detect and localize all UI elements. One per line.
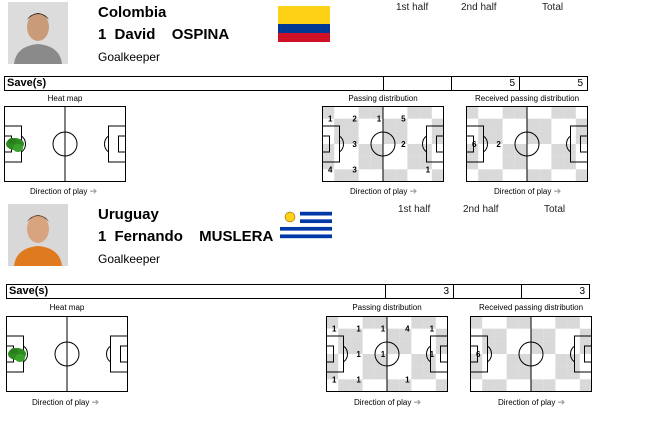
col-header-total: Total — [544, 204, 566, 215]
player-fullname: David OSPINA — [114, 26, 230, 43]
zone-count: 6 — [476, 350, 481, 359]
player-role: Goalkeeper — [98, 50, 161, 64]
direction-label: Direction of play — [32, 398, 90, 407]
player-number: 1 — [98, 228, 107, 245]
flag-stripe — [278, 6, 330, 24]
stat-row-saves: Save(s) 5 5 — [4, 76, 588, 91]
flag-icon — [278, 6, 330, 42]
zone-count: 1 — [381, 325, 386, 334]
stat-label: Save(s) — [9, 285, 49, 297]
arrow-right-icon: ➔ — [89, 186, 98, 196]
zone-count: 4 — [405, 325, 410, 334]
col-header-first-half: 1st half — [396, 2, 429, 13]
stat-value-second-half — [453, 285, 521, 298]
direction-of-play: Direction of play ➔ — [498, 397, 565, 408]
zone-count: 1 — [332, 375, 337, 384]
flag-stripe — [278, 24, 330, 33]
col-header-second-half: 2nd half — [461, 2, 497, 13]
sun-icon — [284, 211, 296, 223]
flag-stripe — [278, 33, 330, 42]
stat-value-total: 3 — [521, 285, 589, 298]
heat-blob — [6, 138, 24, 152]
zone-count: 5 — [401, 115, 406, 124]
player-photo — [8, 204, 68, 266]
direction-label: Direction of play — [498, 398, 556, 407]
team-name: Uruguay — [98, 206, 159, 223]
heat-map — [4, 106, 126, 187]
zone-count: 1 — [430, 325, 435, 334]
direction-of-play: Direction of play ➔ — [30, 186, 97, 197]
passing-title: Passing distribution — [348, 94, 418, 103]
flag-stripe — [280, 230, 332, 235]
received-distribution: 6 — [470, 316, 592, 397]
heat-blob — [8, 348, 26, 362]
zone-count: 6 — [472, 140, 477, 149]
flag-stripe — [280, 238, 332, 243]
player-fullname: Fernando MUSLERA — [114, 228, 274, 245]
zone-count: 1 — [426, 165, 431, 174]
col-header-first-half: 1st half — [398, 204, 431, 215]
player-role: Goalkeeper — [98, 252, 161, 266]
flag-stripe — [280, 208, 332, 212]
arrow-right-icon: ➔ — [91, 397, 100, 407]
zone-count: 2 — [352, 115, 357, 124]
flag-icon — [280, 208, 332, 243]
arrow-right-icon: ➔ — [553, 186, 562, 196]
heat-map — [6, 316, 128, 397]
direction-of-play: Direction of play ➔ — [494, 186, 561, 197]
zone-count: 1 — [356, 350, 361, 359]
arrow-right-icon: ➔ — [413, 397, 422, 407]
flag-stripe — [280, 219, 332, 224]
passing-title: Passing distribution — [352, 303, 422, 312]
zone-count: 2 — [401, 140, 406, 149]
direction-label: Direction of play — [354, 398, 412, 407]
passing-distribution: 1 1 1 4 1 1 1 1 1 1 1 — [326, 316, 448, 397]
flag-stripe — [280, 234, 332, 239]
direction-label: Direction of play — [494, 187, 552, 196]
direction-of-play: Direction of play ➔ — [350, 186, 417, 197]
stat-value-total: 5 — [519, 77, 587, 90]
zone-count: 1 — [356, 325, 361, 334]
flag-stripe — [280, 215, 332, 220]
player-name: 1 Fernando MUSLERA — [98, 228, 273, 245]
stat-label: Save(s) — [7, 77, 47, 89]
player-name: 1 David OSPINA — [98, 26, 229, 43]
stat-value-second-half: 5 — [451, 77, 519, 90]
team-name: Colombia — [98, 4, 167, 21]
zone-count: 1 — [332, 325, 337, 334]
flag-stripe — [280, 226, 332, 231]
heat-map-title: Heat map — [49, 303, 85, 312]
player-photo — [8, 2, 68, 64]
flag-stripe — [280, 211, 332, 216]
direction-of-play: Direction of play ➔ — [354, 397, 421, 408]
zone-count: 1 — [356, 375, 361, 384]
direction-of-play: Direction of play ➔ — [32, 397, 99, 408]
direction-label: Direction of play — [30, 187, 88, 196]
passing-distribution: 1 2 1 5 3 2 4 3 1 — [322, 106, 444, 187]
col-header-total: Total — [542, 2, 564, 13]
col-header-second-half: 2nd half — [463, 204, 499, 215]
zone-count: 1 — [328, 115, 333, 124]
stat-value-first-half — [383, 77, 451, 90]
received-title: Received passing distribution — [474, 94, 580, 103]
zone-count: 3 — [352, 140, 357, 149]
arrow-right-icon: ➔ — [409, 186, 418, 196]
direction-label: Direction of play — [350, 187, 408, 196]
zone-count: 4 — [328, 165, 333, 174]
arrow-right-icon: ➔ — [557, 397, 566, 407]
zone-count: 1 — [405, 375, 410, 384]
zone-count: 1 — [381, 350, 386, 359]
flag-stripe — [280, 223, 332, 228]
zone-count: 3 — [352, 165, 357, 174]
stat-row-saves: Save(s) 3 3 — [6, 284, 590, 299]
received-title: Received passing distribution — [478, 303, 584, 312]
player-number: 1 — [98, 26, 107, 43]
zone-count: 2 — [496, 140, 501, 149]
heat-map-title: Heat map — [47, 94, 83, 103]
zone-count: 1 — [430, 350, 435, 359]
zone-count: 1 — [377, 115, 382, 124]
stat-value-first-half: 3 — [385, 285, 453, 298]
